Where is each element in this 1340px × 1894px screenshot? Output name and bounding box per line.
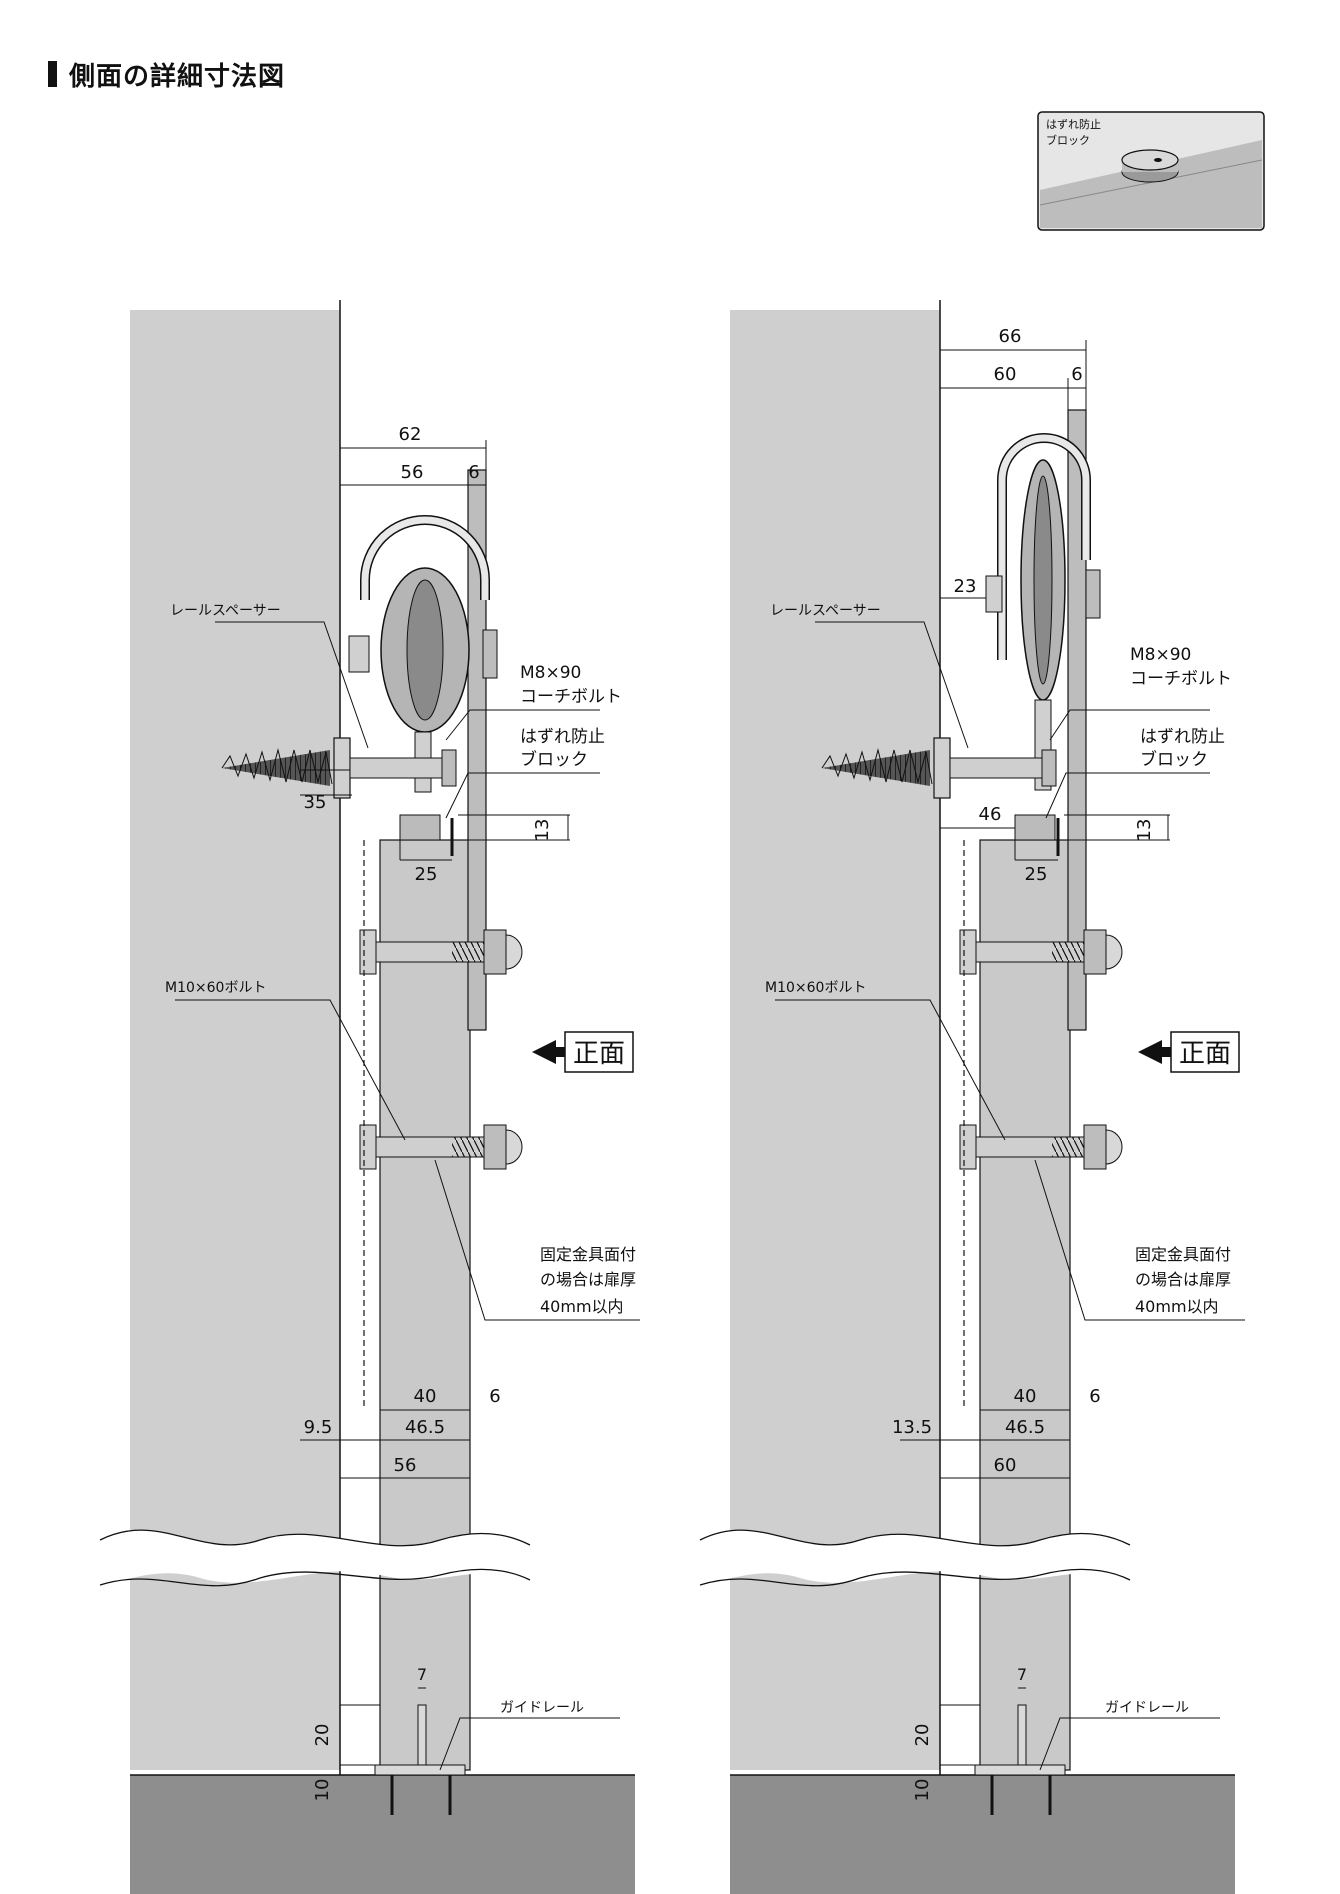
label-block-2: ブロック [520, 749, 588, 770]
dim-spacer: 46 [979, 804, 1002, 825]
dim-guide-height: 20 [912, 1724, 933, 1747]
dim-total-width: 62 [399, 424, 422, 445]
label-note-2: の場合は扉厚 [1135, 1270, 1231, 1289]
inset-anti-derail-block: はずれ防止 ブロック [1037, 111, 1265, 231]
dim-spacer: 35 [304, 792, 327, 813]
wall [730, 310, 940, 1770]
diagram-right: 66 60 6 23 46 13 25 40 6 13.5 46.5 60 7 … [699, 300, 1245, 1894]
dim-door-total: 46.5 [1005, 1417, 1045, 1438]
dim-floor-gap: 10 [912, 1779, 933, 1802]
label-block-1: はずれ防止 [1140, 727, 1225, 747]
dim-door-inner: 40 [1014, 1386, 1037, 1407]
label-guide-rail: ガイドレール [500, 1700, 584, 1716]
dim-rail-width: 56 [401, 462, 424, 483]
label-block-1: はずれ防止 [520, 727, 605, 747]
rail-plate [1067, 409, 1087, 1031]
dim-block-width: 25 [415, 864, 438, 885]
dim-wheel-offset: 23 [954, 576, 977, 597]
label-coach-bolt: コーチボルト [520, 687, 622, 707]
m10-bolt-lower [359, 1124, 523, 1170]
m10-bolt-upper [959, 929, 1123, 975]
door-panel [379, 839, 471, 1771]
dim-block-width: 25 [1025, 864, 1048, 885]
floor [730, 1775, 1235, 1894]
break-mark [100, 1530, 530, 1585]
rail-plate [467, 469, 487, 1031]
dim-rail-width: 60 [994, 364, 1017, 385]
dim-gap: 9.5 [304, 1417, 333, 1438]
m10-bolt-lower [959, 1124, 1123, 1170]
label-note-3: 40mm以内 [1135, 1297, 1219, 1316]
title-marker [48, 61, 57, 87]
label-coach-bolt: コーチボルト [1130, 669, 1232, 689]
label-front: 正面 [1179, 1039, 1231, 1069]
floor [130, 1775, 635, 1894]
dim-base: 56 [394, 1455, 417, 1476]
label-note-2: の場合は扉厚 [540, 1270, 636, 1289]
label-guide-rail: ガイドレール [1105, 1700, 1189, 1716]
door-panel [979, 839, 1071, 1771]
label-block-2: ブロック [1140, 749, 1208, 770]
label-note-1: 固定金具面付 [540, 1245, 636, 1264]
diagram-left: 62 56 6 35 13 25 40 6 9.5 46.5 56 7 20 1… [99, 300, 640, 1894]
dim-door-plate: 6 [1089, 1386, 1100, 1407]
label-front: 正面 [573, 1039, 625, 1069]
dim-rail-thick: 6 [1071, 364, 1082, 385]
dim-base: 60 [994, 1455, 1017, 1476]
guide-rail [374, 1704, 466, 1815]
title-text: 側面の詳細寸法図 [69, 61, 286, 92]
dim-rail-thick: 6 [468, 462, 479, 483]
label-coach-bolt-size: M8×90 [1130, 645, 1191, 665]
dim-guide-width: 7 [417, 1665, 427, 1684]
label-m10-bolt: M10×60ボルト [765, 980, 866, 996]
label-note-1: 固定金具面付 [1135, 1245, 1231, 1264]
dim-total-width: 66 [999, 326, 1022, 347]
guide-rail [974, 1704, 1066, 1815]
anti-derail-block [1014, 814, 1056, 841]
inset-label-1: はずれ防止 [1046, 117, 1101, 131]
dim-guide-height: 20 [312, 1724, 333, 1747]
dim-door-inner: 40 [414, 1386, 437, 1407]
label-coach-bolt-size: M8×90 [520, 663, 581, 683]
label-rail-spacer: レールスペーサー [170, 603, 281, 619]
dim-block-height: 13 [532, 819, 553, 842]
label-note-3: 40mm以内 [540, 1297, 624, 1316]
dim-block-height: 13 [1134, 819, 1155, 842]
page-title: 側面の詳細寸法図 [48, 56, 285, 92]
dim-gap: 13.5 [892, 1417, 932, 1438]
anti-derail-block [399, 814, 441, 841]
wall [130, 310, 340, 1770]
dim-guide-width: 7 [1017, 1665, 1027, 1684]
label-m10-bolt: M10×60ボルト [165, 980, 266, 996]
dim-door-plate: 6 [489, 1386, 500, 1407]
break-mark [700, 1530, 1130, 1585]
label-rail-spacer: レールスペーサー [770, 603, 881, 619]
dim-floor-gap: 10 [312, 1779, 333, 1802]
dim-door-total: 46.5 [405, 1417, 445, 1438]
inset-label-2: ブロック [1046, 133, 1090, 147]
